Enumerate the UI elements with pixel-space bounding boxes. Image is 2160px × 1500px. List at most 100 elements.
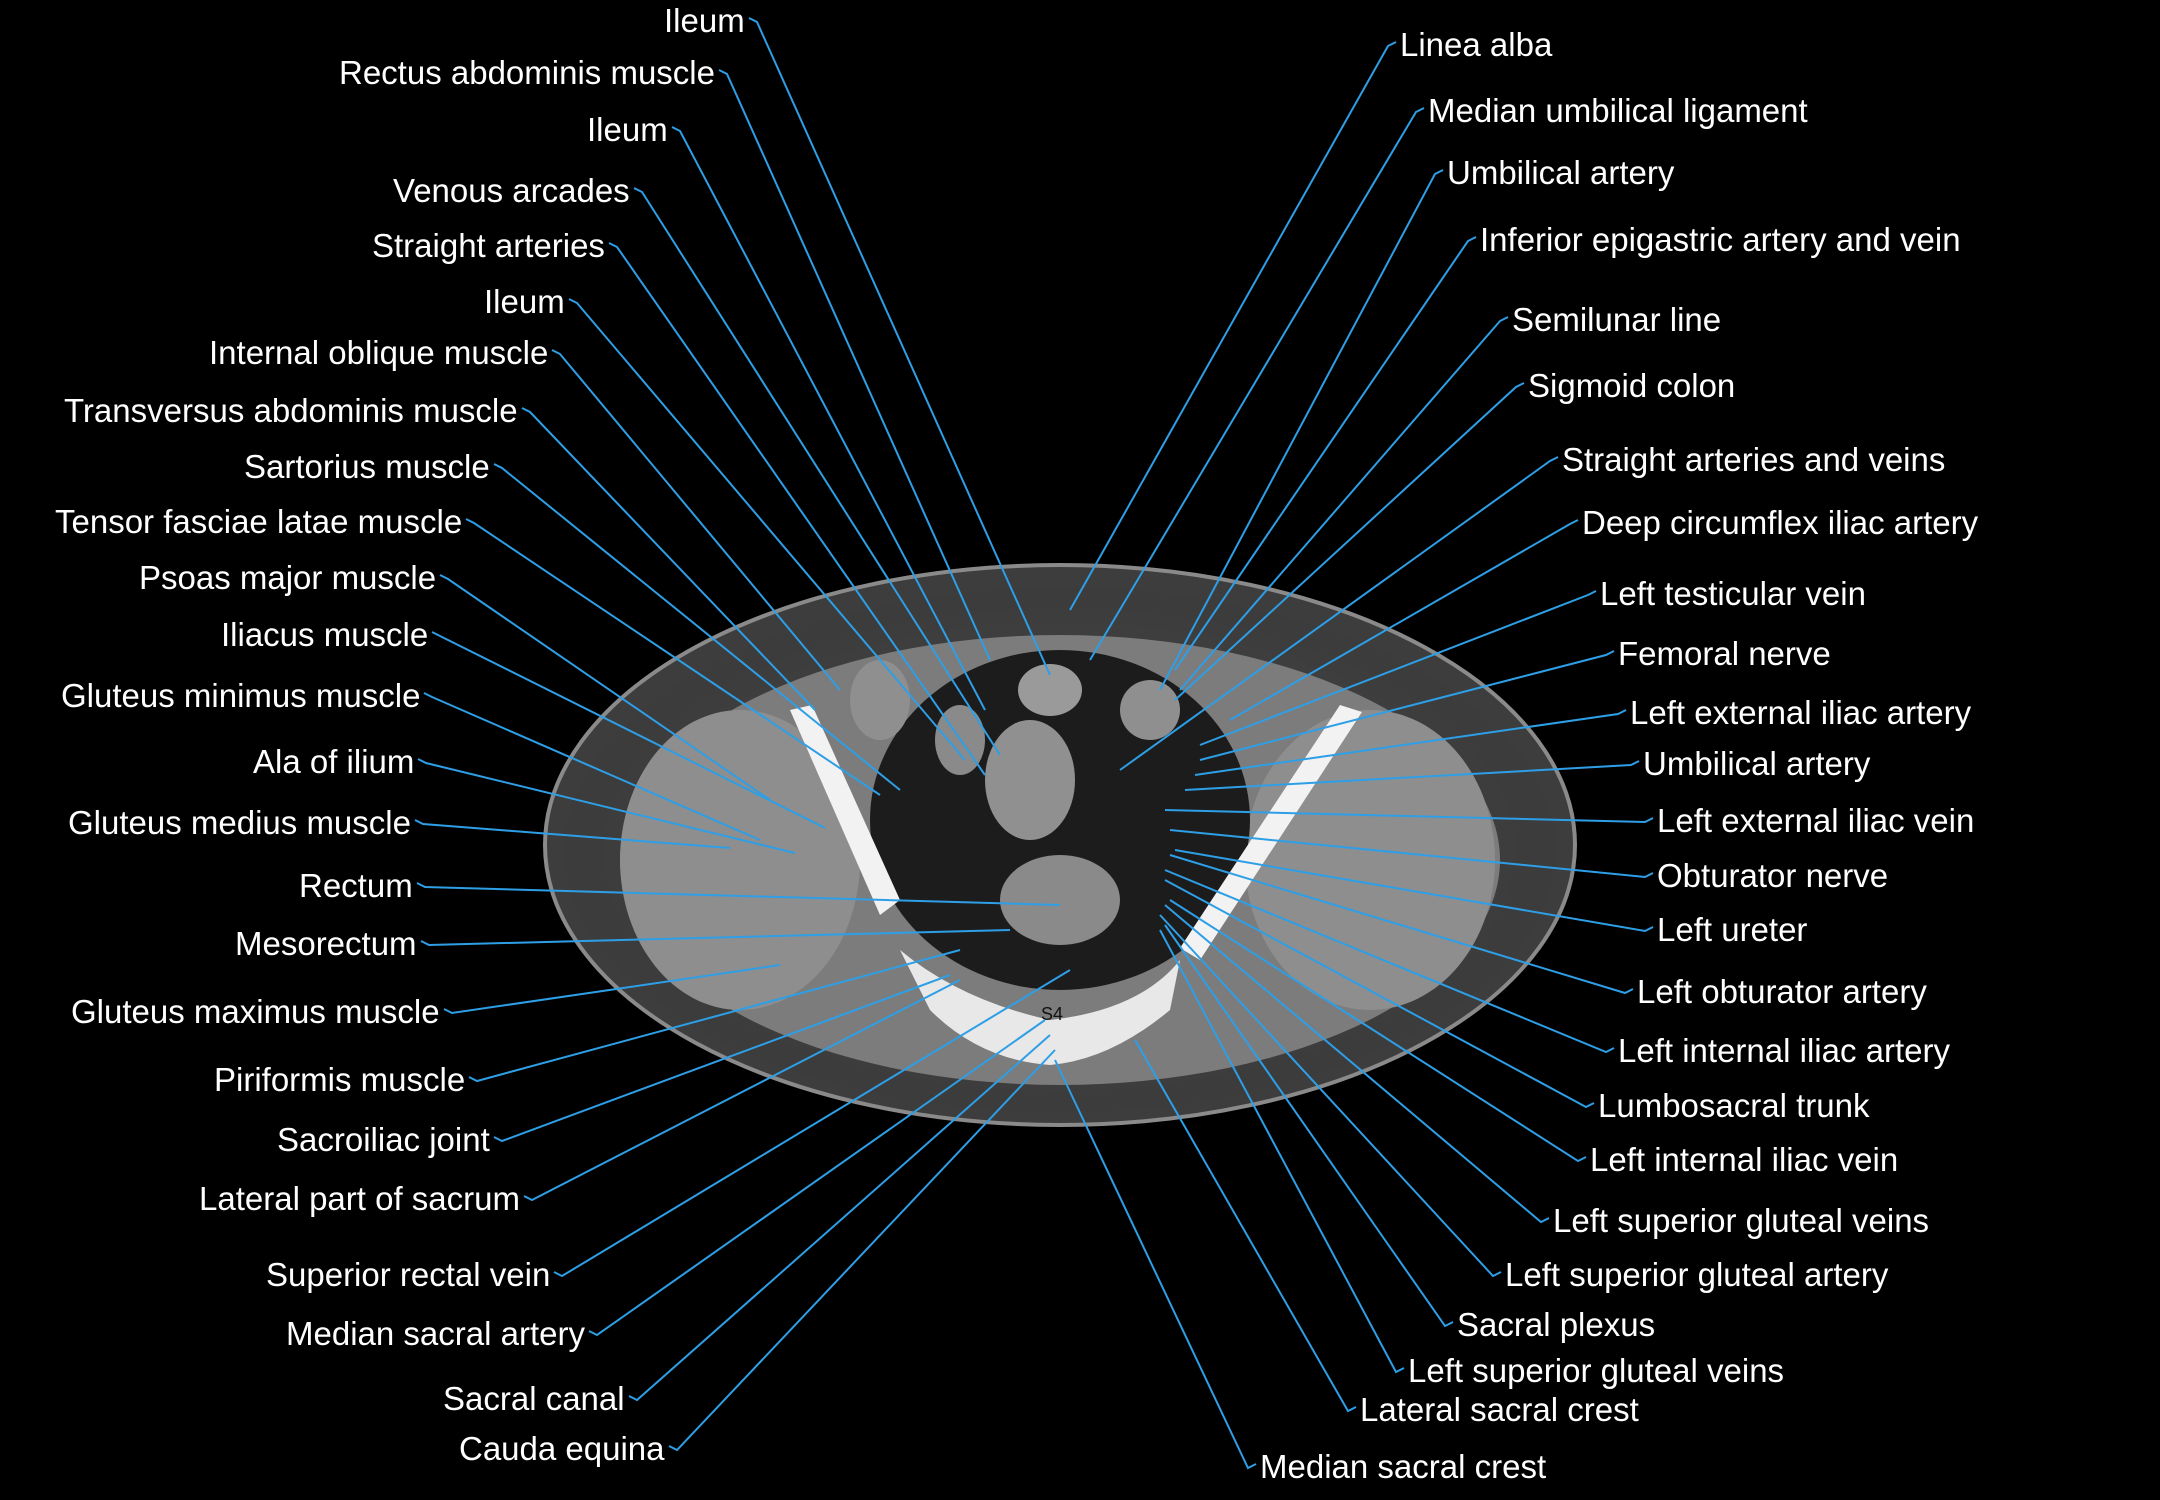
- right-leader-line-14: [1169, 829, 1654, 879]
- left-label-15: Gluteus medius muscle: [68, 804, 411, 841]
- left-ilium-bone: [1180, 705, 1362, 960]
- right-label-17: Left internal iliac artery: [1618, 1032, 1950, 1069]
- left-label-1: Ileum: [664, 2, 745, 39]
- bowel-loop: [1018, 664, 1082, 716]
- right-label-9: Left testicular vein: [1600, 575, 1866, 612]
- right-leader-line-19: [1169, 899, 1587, 1163]
- right-leader-line-13: [1164, 809, 1654, 824]
- right-leader-line-4: [1174, 236, 1477, 671]
- right-leader-line-11: [1194, 709, 1627, 776]
- left-leader-line-13: [423, 692, 761, 841]
- right-label-23: Left superior gluteal veins: [1408, 1352, 1785, 1389]
- left-label-17: Mesorectum: [235, 925, 417, 962]
- right-leader-line-10: [1199, 650, 1615, 761]
- left-leader-line-23: [588, 1019, 1046, 1337]
- left-label-4: Venous arcades: [393, 172, 630, 209]
- left-leader-line-12: [431, 631, 826, 829]
- left-label-14: Ala of ilium: [253, 743, 415, 780]
- right-label-22: Sacral plexus: [1457, 1306, 1656, 1343]
- left-leader-line-21: [523, 979, 961, 1202]
- bowel-loop: [850, 660, 910, 740]
- right-label-11: Left external iliac artery: [1630, 694, 1972, 731]
- right-leader-line-23: [1159, 929, 1405, 1374]
- left-leader-line-4: [633, 187, 1001, 756]
- left-label-8: Transversus abdominis muscle: [64, 392, 518, 429]
- right-label-12: Umbilical artery: [1643, 745, 1871, 782]
- right-label-24: Lateral sacral crest: [1360, 1391, 1639, 1428]
- right-leader-line-21: [1159, 914, 1502, 1278]
- right-leader-line-8: [1229, 519, 1579, 721]
- left-leader-line-10: [465, 518, 881, 796]
- right-label-16: Left obturator artery: [1637, 973, 1927, 1010]
- left-label-11: Psoas major muscle: [139, 559, 437, 596]
- left-label-6: Ileum: [484, 283, 565, 320]
- left-label-5: Straight arteries: [372, 227, 605, 264]
- leader-lines: [414, 17, 1654, 1470]
- left-leader-line-9: [493, 463, 901, 791]
- right-leader-line-24: [1134, 1039, 1357, 1413]
- left-leader-line-25: [668, 1049, 1056, 1452]
- left-leader-line-16: [416, 882, 1061, 906]
- left-leader-line-14: [417, 758, 796, 854]
- right-label-2: Median umbilical ligament: [1428, 92, 1808, 129]
- right-leader-line-22: [1164, 924, 1454, 1328]
- sacrum-bone: [900, 950, 1180, 1065]
- right-leader-line-12: [1184, 760, 1640, 791]
- right-label-5: Semilunar line: [1512, 301, 1722, 338]
- right-label-13: Left external iliac vein: [1657, 802, 1975, 839]
- right-label-3: Umbilical artery: [1447, 154, 1675, 191]
- left-leader-line-19: [468, 949, 961, 1083]
- left-gluteal-region: [1245, 710, 1495, 1010]
- left-label-9: Sartorius muscle: [244, 448, 490, 485]
- left-leader-line-11: [439, 574, 771, 801]
- right-leader-line-1: [1069, 41, 1397, 611]
- right-leader-line-2: [1089, 107, 1425, 661]
- right-label-19: Left internal iliac vein: [1590, 1141, 1899, 1178]
- right-leader-line-3: [1159, 169, 1444, 691]
- right-leader-line-6: [1174, 382, 1525, 701]
- right-ilium-bone: [790, 705, 900, 915]
- right-label-25: Median sacral crest: [1260, 1448, 1547, 1485]
- left-leader-line-18: [443, 964, 781, 1015]
- left-label-16: Rectum: [299, 867, 413, 904]
- left-leader-line-1: [748, 17, 1051, 676]
- left-leader-line-17: [420, 929, 1011, 947]
- left-label-2: Rectus abdominis muscle: [339, 54, 715, 91]
- right-label-7: Straight arteries and veins: [1562, 441, 1946, 478]
- right-leader-line-17: [1164, 869, 1615, 1054]
- left-leader-line-5: [608, 242, 986, 776]
- left-label-7: Internal oblique muscle: [209, 334, 549, 371]
- left-leader-line-24: [628, 1034, 1051, 1402]
- slice-label: S4: [1041, 1004, 1063, 1024]
- right-label-4: Inferior epigastric artery and vein: [1480, 221, 1961, 258]
- left-label-20: Sacroiliac joint: [277, 1121, 490, 1158]
- right-label-21: Left superior gluteal artery: [1505, 1256, 1889, 1293]
- rectum-shape: [1000, 855, 1120, 945]
- left-leader-line-2: [718, 69, 991, 661]
- right-leader-line-25: [1054, 1059, 1257, 1470]
- right-label-18: Lumbosacral trunk: [1598, 1087, 1870, 1124]
- left-label-21: Lateral part of sacrum: [199, 1180, 520, 1217]
- left-leader-line-6: [568, 298, 966, 761]
- left-label-19: Piriformis muscle: [214, 1061, 466, 1098]
- right-label-15: Left ureter: [1657, 911, 1808, 948]
- right-label-10: Femoral nerve: [1618, 635, 1831, 672]
- right-label-20: Left superior gluteal veins: [1553, 1202, 1930, 1239]
- right-label-14: Obturator nerve: [1657, 857, 1889, 894]
- left-leader-line-20: [493, 974, 951, 1143]
- right-leader-line-7: [1119, 456, 1559, 771]
- right-leader-line-9: [1199, 590, 1597, 746]
- right-label-8: Deep circumflex iliac artery: [1582, 504, 1979, 541]
- left-label-13: Gluteus minimus muscle: [61, 677, 421, 714]
- left-leader-line-7: [551, 349, 841, 691]
- right-label-1: Linea alba: [1400, 26, 1553, 63]
- left-leader-line-8: [521, 407, 816, 711]
- left-label-10: Tensor fasciae latae muscle: [55, 503, 463, 540]
- left-leader-line-22: [553, 969, 1071, 1278]
- left-label-18: Gluteus maximus muscle: [71, 993, 440, 1030]
- right-label-6: Sigmoid colon: [1528, 367, 1736, 404]
- left-leader-line-15: [414, 819, 731, 849]
- left-leader-line-3: [671, 126, 986, 711]
